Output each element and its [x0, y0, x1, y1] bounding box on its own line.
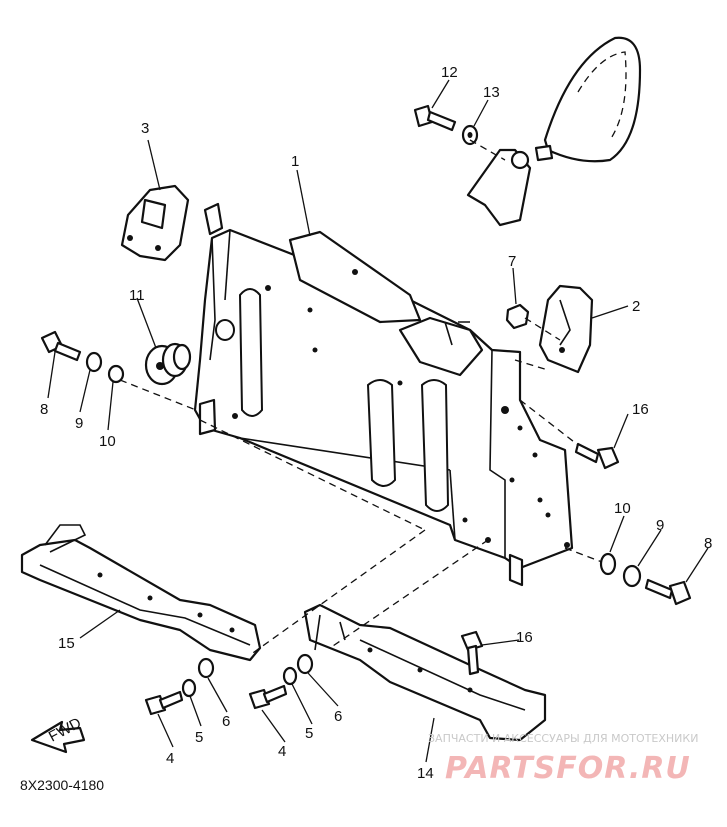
callout-4-left: 4 — [166, 750, 174, 767]
washer-9-left-part — [85, 351, 103, 373]
callout-11: 11 — [129, 287, 145, 304]
bolt-12-part — [413, 104, 457, 132]
callout-15: 15 — [58, 635, 75, 652]
watermark-tagline: ЗАПЧАСТИ И АКСЕССУАРЫ ДЛЯ МОТОТЕХНИКИ — [428, 732, 698, 745]
diagram-code: 8X2300-4180 — [20, 777, 104, 793]
engine-mount-frame-part — [193, 202, 574, 587]
callout-5-right: 5 — [305, 725, 313, 742]
callout-8-left: 8 — [40, 401, 48, 418]
callout-8-right: 8 — [704, 535, 712, 552]
callout-10-right: 10 — [614, 500, 631, 517]
washer-10-left-part — [107, 364, 125, 384]
callout-16-lower: 16 — [516, 629, 533, 646]
callout-12: 12 — [441, 64, 458, 81]
bolt-4-left-part — [144, 690, 184, 716]
rail-14-part — [303, 603, 547, 742]
bolt-4-right-part — [248, 684, 288, 710]
callout-16-upper: 16 — [632, 401, 649, 418]
washer-9-right-part — [622, 564, 642, 588]
callout-5-left: 5 — [195, 729, 203, 746]
washer-6-left-part — [197, 657, 215, 679]
callout-13: 13 — [483, 84, 500, 101]
watermark-logo: PARTSFOR.RU — [445, 751, 691, 786]
callout-14: 14 — [417, 765, 434, 782]
bracket-2-part — [538, 284, 594, 374]
callout-10-left: 10 — [99, 433, 116, 450]
bolt-8-right-part — [644, 578, 692, 606]
callout-2: 2 — [632, 298, 640, 315]
handle-bracket-part — [466, 36, 642, 227]
callout-1: 1 — [291, 153, 299, 170]
callout-6-right: 6 — [334, 708, 342, 725]
callout-numbers: 1 2 3 4 4 5 5 6 6 7 8 8 9 9 10 10 11 12 … — [40, 64, 712, 782]
nut-7-part — [505, 303, 530, 330]
forward-arrow-icon: FWD — [30, 714, 86, 754]
callout-6-left: 6 — [222, 713, 230, 730]
washer-13-part — [461, 124, 479, 146]
rubber-mount-11-part — [144, 342, 192, 386]
callout-9-right: 9 — [656, 517, 664, 534]
washer-5-left-part — [181, 678, 197, 698]
callout-4-right: 4 — [278, 743, 286, 760]
callout-7: 7 — [508, 253, 516, 270]
assembly-dashed-lines — [119, 139, 603, 656]
bolt-16-upper-part — [574, 442, 620, 470]
washer-10-right-part — [599, 552, 617, 576]
washer-5-right-part — [282, 666, 298, 686]
washer-6-right-part — [296, 653, 314, 675]
bolt-16-lower-part — [460, 630, 484, 676]
callout-3: 3 — [141, 120, 149, 137]
callout-9-left: 9 — [75, 415, 83, 432]
bracket-3-part — [120, 184, 190, 262]
rail-15-part — [20, 524, 262, 662]
bolt-8-left-part — [40, 330, 82, 362]
leader-lines — [47, 79, 709, 763]
watermark: ЗАПЧАСТИ И АКСЕССУАРЫ ДЛЯ МОТОТЕХНИКИ PA… — [428, 732, 698, 786]
